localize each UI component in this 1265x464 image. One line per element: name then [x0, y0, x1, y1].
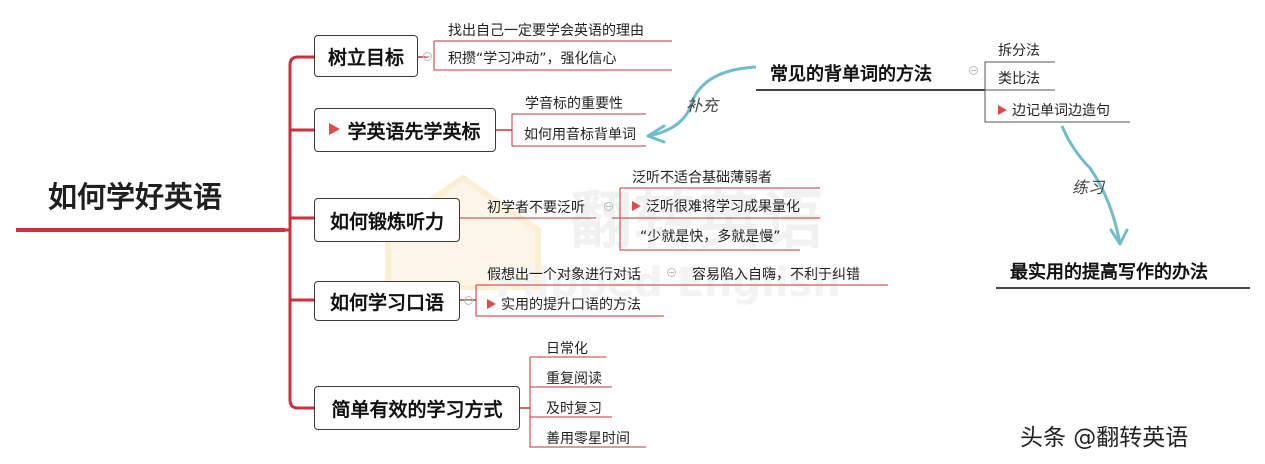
collapse-icon[interactable]: [969, 66, 978, 75]
leaf-item[interactable]: 找出自己一定要学会英语的理由: [448, 23, 644, 39]
leaf-mid-item[interactable]: 初学者不要泛听: [487, 200, 585, 216]
leaf-text: 实用的提升口语的方法: [501, 297, 641, 313]
branch-effective-methods[interactable]: 简单有效的学习方式: [314, 386, 520, 430]
leaf-item[interactable]: 日常化: [546, 341, 588, 357]
side-leaf-item-flagged[interactable]: 边记单词边造句: [998, 100, 1110, 120]
root-topic[interactable]: 如何学好英语: [48, 180, 223, 214]
branch-listening[interactable]: 如何锻炼听力: [314, 198, 460, 242]
leaf-item[interactable]: 善用零星时间: [546, 431, 630, 447]
leaf-item[interactable]: 泛听不适合基础薄弱者: [632, 170, 772, 186]
leaf-text: 泛听很难将学习成果量化: [646, 199, 800, 215]
side-leaf-item[interactable]: 类比法: [998, 71, 1040, 87]
footer-credit: 头条 @翻转英语: [1020, 425, 1189, 451]
leaf-item[interactable]: 及时复习: [546, 401, 602, 417]
branch-label: 简单有效的学习方式: [331, 398, 503, 421]
leaf-text: 边记单词边造句: [1012, 103, 1110, 119]
branch-set-goal[interactable]: 树立目标: [314, 35, 418, 77]
collapse-icon[interactable]: [464, 296, 473, 305]
flag-icon: [329, 123, 341, 135]
side-topic-writing[interactable]: 最实用的提高写作的办法: [1010, 262, 1208, 283]
branch-label: 如何锻炼听力: [329, 210, 444, 233]
leaf-sub-item[interactable]: 容易陷入自嗨，不利于纠错: [692, 267, 860, 283]
collapse-icon[interactable]: [604, 202, 613, 211]
leaf-item[interactable]: “少就是快，多就是慢”: [640, 229, 781, 245]
flag-icon: [632, 201, 641, 211]
side-leaf-item[interactable]: 拆分法: [998, 43, 1040, 59]
leaf-item-flagged[interactable]: 泛听很难将学习成果量化: [632, 196, 800, 216]
leaf-item[interactable]: 如何用音标背单词: [524, 127, 636, 143]
branch-label: 树立目标: [327, 46, 404, 69]
flag-icon: [998, 105, 1007, 115]
leaf-item-flagged[interactable]: 实用的提升口语的方法: [487, 294, 641, 314]
collapse-icon[interactable]: [667, 268, 676, 277]
branch-label: 学英语先学英标: [347, 120, 481, 143]
collapse-icon[interactable]: [423, 52, 432, 61]
leaf-item[interactable]: 积攒“学习冲动”，强化信心: [448, 51, 617, 67]
branch-phonetics-first[interactable]: 学英语先学英标: [314, 108, 496, 152]
leaf-item[interactable]: 学音标的重要性: [525, 96, 623, 112]
side-topic-vocab-methods[interactable]: 常见的背单词的方法: [770, 64, 932, 85]
branch-label: 如何学习口语: [329, 291, 444, 314]
branch-speaking[interactable]: 如何学习口语: [314, 281, 460, 321]
practice-label: 练习: [1072, 178, 1105, 197]
leaf-item[interactable]: 重复阅读: [546, 371, 602, 387]
flag-icon: [487, 299, 496, 309]
leaf-item[interactable]: 假想出一个对象进行对话: [487, 267, 641, 283]
supplement-label: 补充: [686, 96, 719, 115]
